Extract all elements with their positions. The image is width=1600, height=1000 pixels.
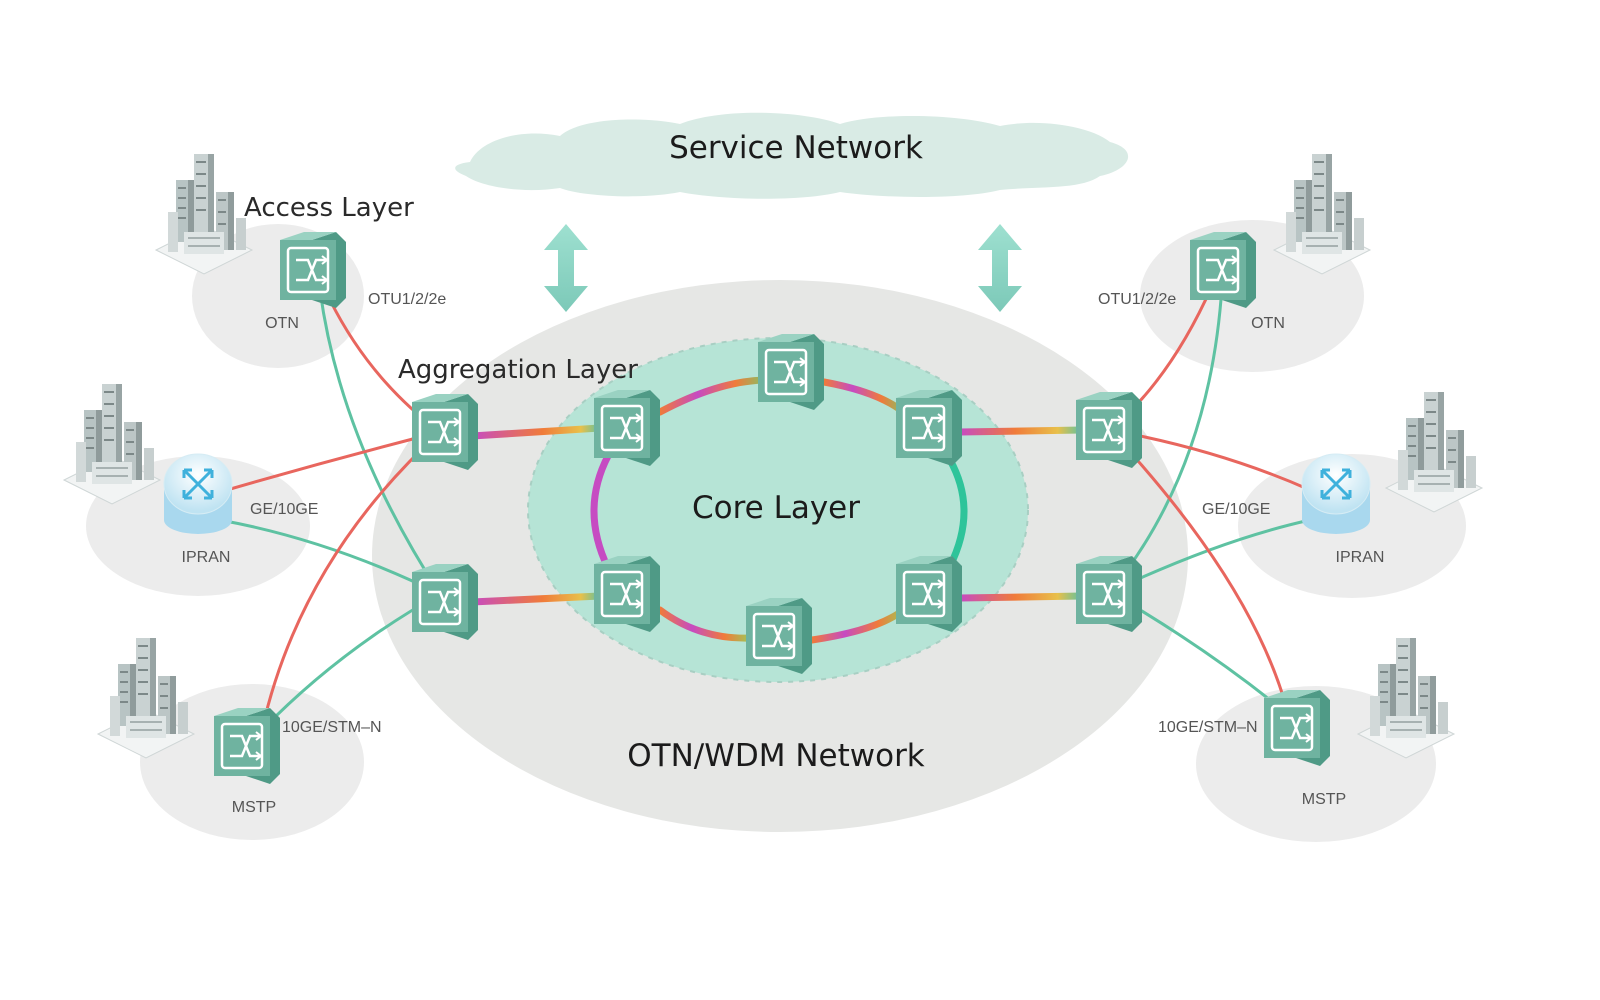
mstp-label-left: MSTP	[232, 799, 276, 816]
city-buildings-icon	[1385, 391, 1483, 513]
ipran-router-icon[interactable]	[1300, 452, 1372, 536]
service-network-cloud	[455, 112, 1129, 199]
optical-switch-icon[interactable]	[1262, 688, 1332, 768]
optical-switch-icon[interactable]	[894, 388, 964, 468]
optical-switch-icon[interactable]	[592, 554, 662, 634]
stm-label-right: 10GE/STM–N	[1158, 719, 1258, 736]
service-network-label: Service Network	[669, 130, 923, 166]
double-arrow-icon	[978, 224, 1022, 312]
optical-switch-icon[interactable]	[1074, 390, 1144, 470]
access-layer-label: Access Layer	[244, 193, 414, 223]
otn-label-left: OTN	[265, 315, 299, 332]
otn-wdm-network-label: OTN/WDM Network	[627, 738, 925, 774]
optical-switch-icon[interactable]	[1074, 554, 1144, 634]
stm-label-left: 10GE/STM–N	[282, 719, 382, 736]
ipran-label-left: IPRAN	[182, 549, 231, 566]
ipran-label-right: IPRAN	[1336, 549, 1385, 566]
otu-label-right: OTU1/2/2e	[1098, 291, 1176, 308]
ge-label-right: GE/10GE	[1202, 501, 1270, 518]
optical-switch-icon[interactable]	[592, 388, 662, 468]
double-arrow-icon	[544, 224, 588, 312]
optical-switch-icon[interactable]	[744, 596, 814, 676]
core-layer-label: Core Layer	[692, 490, 860, 526]
aggregation-layer-label: Aggregation Layer	[398, 355, 638, 385]
ipran-router-icon[interactable]	[162, 452, 234, 536]
optical-switch-icon[interactable]	[410, 392, 480, 472]
optical-switch-icon[interactable]	[410, 562, 480, 642]
optical-switch-icon[interactable]	[212, 706, 282, 786]
city-buildings-icon	[1357, 637, 1455, 759]
otu-label-left: OTU1/2/2e	[368, 291, 446, 308]
optical-switch-icon[interactable]	[756, 332, 826, 412]
city-buildings-icon	[155, 153, 253, 275]
optical-switch-icon[interactable]	[894, 554, 964, 634]
mstp-label-right: MSTP	[1302, 791, 1346, 808]
otn-label-right: OTN	[1251, 315, 1285, 332]
city-buildings-icon	[63, 383, 161, 505]
optical-switch-icon[interactable]	[278, 230, 348, 310]
optical-switch-icon[interactable]	[1188, 230, 1258, 310]
ge-label-left: GE/10GE	[250, 501, 318, 518]
city-buildings-icon	[1273, 153, 1371, 275]
city-buildings-icon	[97, 637, 195, 759]
